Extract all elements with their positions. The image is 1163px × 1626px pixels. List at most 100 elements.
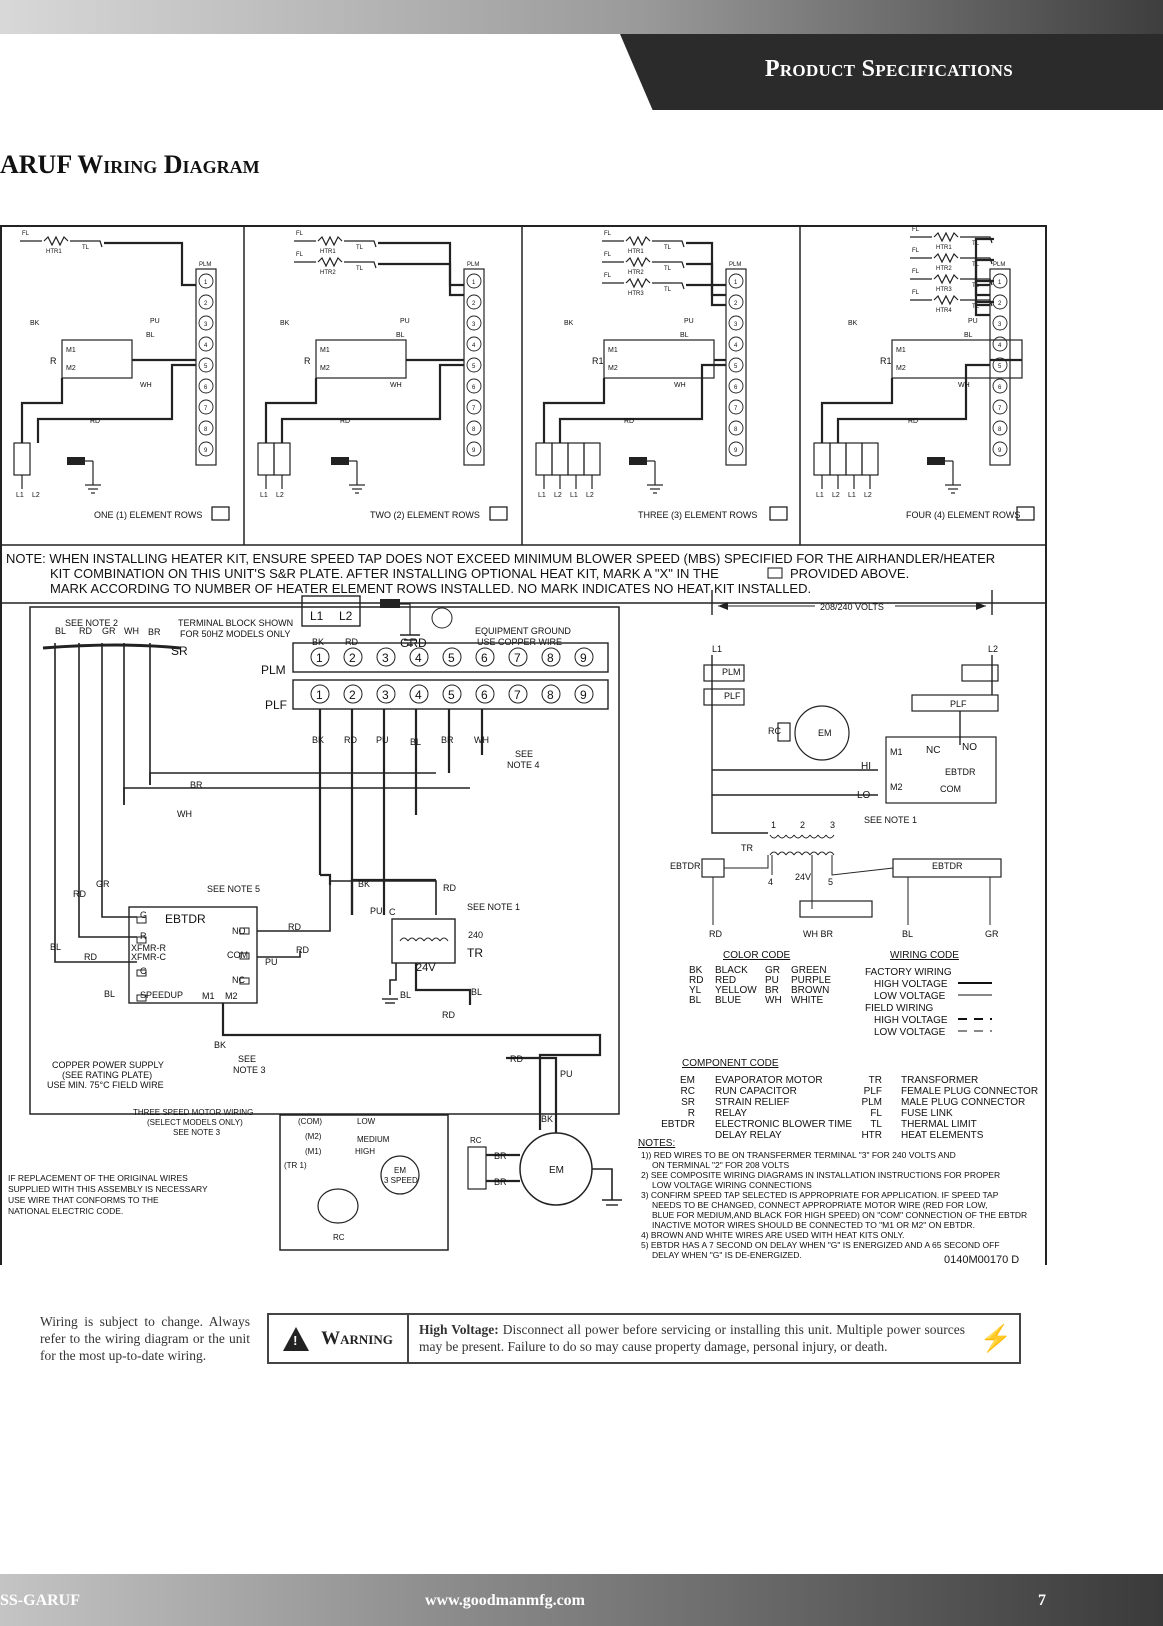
component-abbr: TR <box>869 1075 882 1086</box>
fuse-link-label: FL <box>912 269 920 275</box>
color-abbr: BL <box>689 995 702 1006</box>
note-line: 1)) RED WIRES TO BE ON TRANSFERMER TERMI… <box>641 1150 956 1160</box>
plm-pin: 4 <box>472 343 476 349</box>
heater-label: HTR2 <box>320 270 336 276</box>
terminal-l2: L2 <box>339 609 353 623</box>
wire-label: PU <box>376 735 389 745</box>
plug-pin: 6 <box>481 688 488 702</box>
component-abbr: PLM <box>861 1097 882 1108</box>
ebtdr-left-label: EBTDR <box>670 861 701 871</box>
fuse-link-label: FL <box>22 231 30 237</box>
replacement-note-4: NATIONAL ELECTRIC CODE. <box>8 1206 123 1216</box>
wiring-lower-left: SEE NOTE 2 TERMINAL BLOCK SHOWN FOR 50HZ… <box>47 618 571 1090</box>
plf-label: PLF <box>265 698 287 712</box>
replacement-note-1: IF REPLACEMENT OF THE ORIGINAL WIRES <box>8 1173 188 1183</box>
tr-label: TR <box>467 946 483 960</box>
plm-pin: 1 <box>998 280 1002 286</box>
relay-label: R1 <box>880 356 892 366</box>
wire-color-label: RD <box>340 418 350 425</box>
line-label: L2 <box>832 492 840 499</box>
wire-color-label: BL <box>146 332 155 339</box>
see-note-3: SEE <box>238 1054 256 1064</box>
see-note-5: SEE NOTE 5 <box>207 884 260 894</box>
heater-label: HTR4 <box>936 308 952 314</box>
ebtdr-label: EBTDR <box>165 912 206 926</box>
header-band <box>0 0 1163 34</box>
three-speed-note-3: SEE NOTE 3 <box>173 1128 221 1137</box>
thermal-limit-label: TL <box>82 245 90 251</box>
component-abbr: EM <box>680 1075 695 1086</box>
relay-label: R <box>304 356 311 366</box>
com-contact-label: COM <box>227 950 248 960</box>
install-note-line-3: PROVIDED ABOVE. <box>790 566 909 581</box>
plm-pin: 1 <box>734 280 738 286</box>
plm-pin: 8 <box>472 427 476 433</box>
component-name: FEMALE PLUG CONNECTOR <box>901 1086 1038 1097</box>
fuse-link-label: FL <box>912 248 920 254</box>
part-number: 0140M00170 D <box>944 1254 1019 1265</box>
speed-high: HIGH <box>355 1147 375 1156</box>
color-name: GREEN <box>791 965 827 976</box>
plm-pin: 4 <box>204 343 208 349</box>
thermal-limit-label: TL <box>664 287 672 293</box>
thermal-limit-label: TL <box>356 266 364 272</box>
three-speed-note-2: (SELECT MODELS ONLY) <box>147 1118 243 1127</box>
wire-label: PU <box>265 957 278 967</box>
see-note-3b: NOTE 3 <box>233 1065 266 1075</box>
motor-tap-com: (COM) <box>298 1117 322 1126</box>
color-name: PURPLE <box>791 975 831 986</box>
element-rows-checkbox[interactable] <box>1016 506 1035 521</box>
wire-label: M2 <box>225 991 238 1001</box>
see-note-1-schematic: SEE NOTE 1 <box>864 815 917 825</box>
plug-pin: 5 <box>448 688 455 702</box>
plm-pin: 6 <box>998 385 1002 391</box>
wire-label: BL <box>55 626 66 636</box>
note-line: ON TERMINAL "2" FOR 208 VOLTS <box>652 1160 790 1170</box>
line-label: L2 <box>32 492 40 499</box>
three-speed-note: THREE SPEED MOTOR WIRING <box>133 1108 253 1117</box>
motor-tap-m2: (M2) <box>305 1132 322 1141</box>
nc-contact-label: NC <box>232 975 245 985</box>
color-name: BROWN <box>791 985 829 996</box>
component-code-title: COMPONENT CODE <box>682 1058 779 1069</box>
plm-pin: 3 <box>204 322 208 328</box>
wire-label: RD <box>296 945 309 955</box>
tr-terminal: 4 <box>768 877 773 887</box>
plm-pin: 7 <box>204 406 208 412</box>
plm-pin: 7 <box>734 406 738 412</box>
xfmr-r-label: XFMR-R <box>131 943 166 953</box>
factory-high: HIGH VOLTAGE <box>874 979 948 990</box>
color-name: BLACK <box>715 965 748 976</box>
warning-text: Disconnect all power before servicing or… <box>419 1322 965 1354</box>
page-title: ARUF Wiring Diagram <box>0 150 260 179</box>
wire-color-label: RD <box>624 418 634 425</box>
schematic: 208/240 VOLTS L1 L2 HI LO SEE NOTE 1 TR … <box>670 590 1002 939</box>
note-line: DELAY WHEN "G" IS DE-ENERGIZED. <box>652 1250 802 1260</box>
element-rows-checkbox[interactable] <box>211 506 230 521</box>
plug-pin: 8 <box>547 688 554 702</box>
line-label: L1 <box>816 492 824 499</box>
line-label: L1 <box>848 492 856 499</box>
lightning-bolt-icon: ⚡ <box>979 1323 1013 1353</box>
plug-pin: 2 <box>349 688 356 702</box>
color-name: WHITE <box>791 995 824 1006</box>
component-name: TRANSFORMER <box>901 1075 978 1086</box>
tr-schematic-label: TR <box>741 843 753 853</box>
wire-color-label: BL <box>964 332 973 339</box>
element-rows-checkbox[interactable] <box>489 506 508 521</box>
plm-pin: 2 <box>998 301 1002 307</box>
element-rows-checkbox[interactable] <box>769 506 788 521</box>
section-title: Product Specifications <box>764 56 1013 82</box>
fuse-link-label: FL <box>296 252 304 258</box>
wire-color-label: PU <box>968 318 978 325</box>
wire-label: RD <box>443 883 456 893</box>
wire-label: BL <box>400 990 411 1000</box>
plm-pin: 8 <box>204 427 208 433</box>
wire-label: C <box>140 966 147 976</box>
plm-pin: 2 <box>472 301 476 307</box>
see-note-4b: NOTE 4 <box>507 760 540 770</box>
plm-pin: 9 <box>472 448 476 454</box>
terminal-block-note-2: FOR 50HZ MODELS ONLY <box>180 629 290 639</box>
warning-header: ! Warning <box>269 1315 409 1362</box>
